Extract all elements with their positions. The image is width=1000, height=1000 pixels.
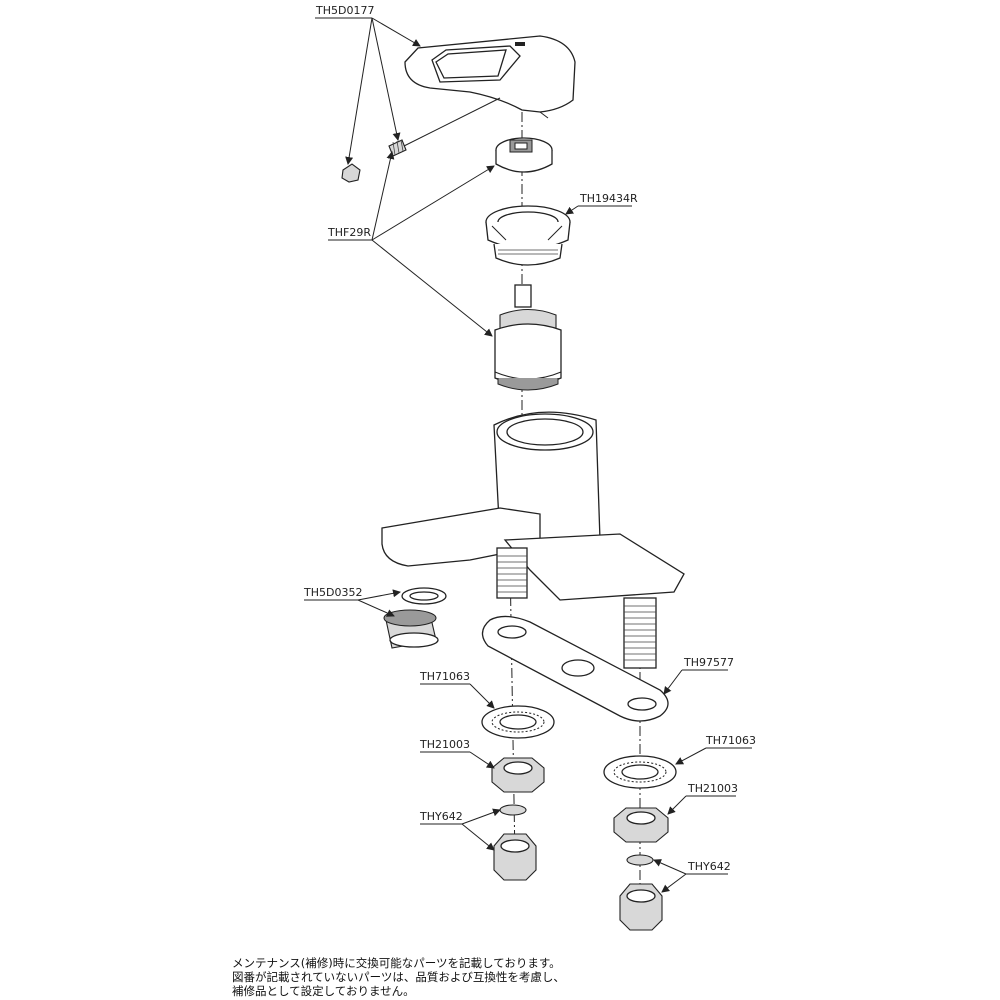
hex-nut-left <box>491 757 545 793</box>
label-washer-left: TH71063 <box>419 670 470 683</box>
connector-right <box>619 854 663 931</box>
note-line-1: メンテナンス(補修)時に交換可能なパーツを記載しております。 <box>232 956 561 970</box>
note-line-3: 補修品として設定しておりません。 <box>232 984 415 998</box>
faucet-body-part <box>381 411 685 669</box>
lever-handle-part <box>404 35 576 119</box>
right-shank-threads <box>624 605 656 661</box>
connector-left <box>493 804 537 881</box>
label-lever-handle: TH5D0177 <box>315 4 374 17</box>
maintenance-note: メンテナンス(補修)時に交換可能なパーツを記載しております。 図番が記載されてい… <box>232 956 792 998</box>
toothed-washer-right <box>603 755 677 789</box>
label-cartridge-set: THF29R <box>327 226 371 239</box>
left-shank-threads <box>497 555 527 593</box>
cartridge-cap-part <box>495 137 553 173</box>
cap-nut-part <box>485 205 571 266</box>
leader-lines <box>304 17 752 893</box>
base-plate-part <box>481 615 669 722</box>
label-nut-right: TH21003 <box>687 782 738 795</box>
cartridge-part <box>494 284 562 391</box>
label-cap-nut: TH19434R <box>579 192 638 205</box>
label-connector-right: THY642 <box>687 860 731 873</box>
label-base-plate: TH97577 <box>683 656 734 669</box>
hex-nut-right <box>613 807 669 843</box>
toothed-washer-left <box>481 705 555 739</box>
label-nut-left: TH21003 <box>419 738 470 751</box>
label-aerator: TH5D0352 <box>303 586 362 599</box>
label-connector-left: THY642 <box>419 810 463 823</box>
note-line-2: 図番が記載されていないパーツは、品質および互換性を考慮し、 <box>232 970 565 984</box>
set-screw-part <box>341 97 501 183</box>
aerator-part <box>383 587 447 649</box>
label-washer-right: TH71063 <box>705 734 756 747</box>
